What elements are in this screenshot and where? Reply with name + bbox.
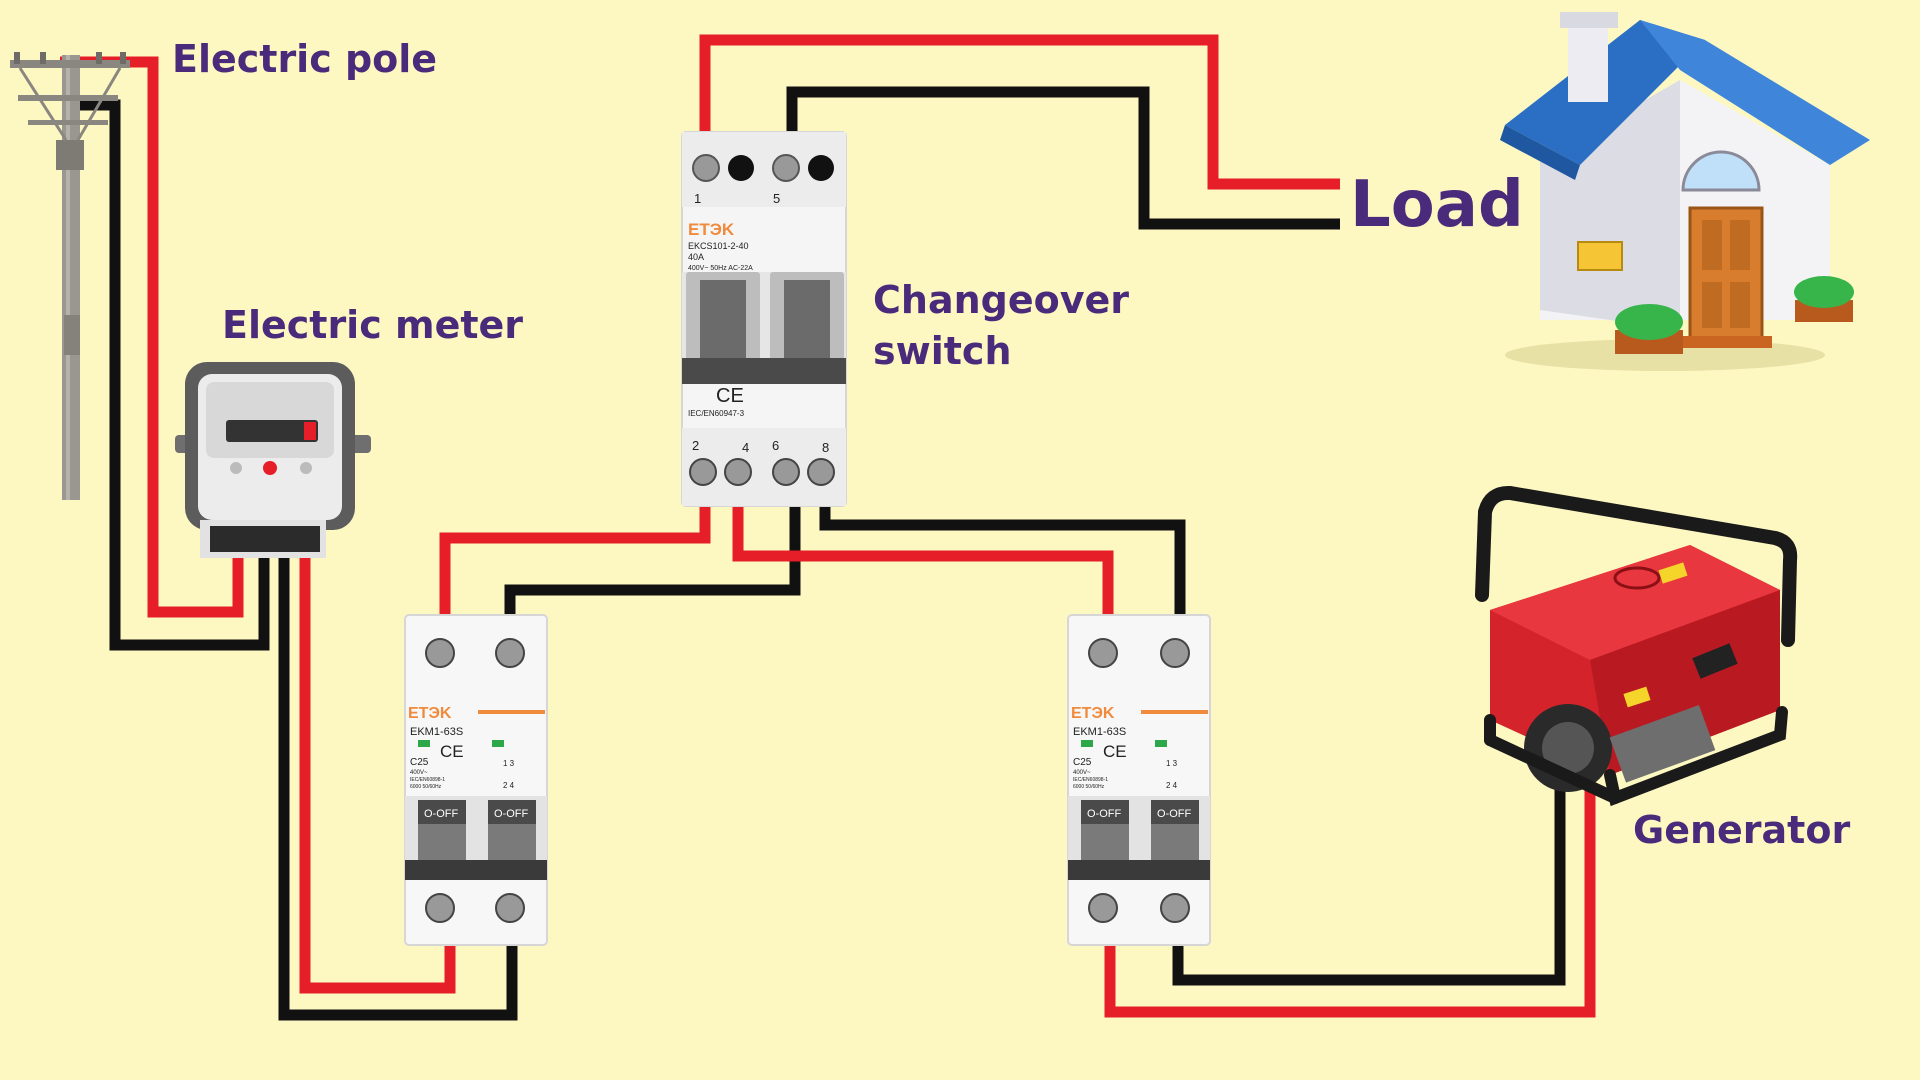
circuit-breaker-1: ETЭK EKM1-63S CE C25 400V~ IEC/EN60898-1… [404, 614, 548, 946]
label-electric-meter: Electric meter [222, 303, 523, 347]
electric-pole-icon [10, 52, 130, 500]
breaker1-model: EKM1-63S [410, 726, 463, 738]
wire-breaker2-generator-live [1104, 750, 1596, 1018]
breaker2-ce-mark: CE [1103, 742, 1127, 761]
switch-terminal-6: 6 [772, 438, 779, 453]
wire-switch-breaker2-live [732, 495, 1114, 620]
label-changeover-line2: switch [873, 329, 1012, 373]
wire-switch-breaker2-neutral [819, 495, 1186, 620]
breaker1-capacity: 6000 50/60Hz [410, 784, 442, 790]
breaker1-rating: C25 [410, 757, 429, 768]
switch-rating: 40A [688, 252, 704, 262]
switch-terminal-5: 5 [773, 191, 780, 206]
label-load: Load [1350, 168, 1524, 242]
switch-ce-mark: CE [716, 385, 744, 407]
breaker2-model: EKM1-63S [1073, 726, 1126, 738]
label-electric-pole: Electric pole [172, 37, 437, 81]
breaker2-brand: ETЭK [1071, 705, 1115, 722]
label-changeover-line1: Changeover [873, 278, 1129, 322]
breaker2-pole-marks: 1 3 [1166, 759, 1178, 768]
breaker1-standard: IEC/EN60898-1 [410, 777, 445, 783]
breaker2-standard: IEC/EN60898-1 [1073, 777, 1108, 783]
wire-meter-breaker1-live [299, 550, 456, 994]
circuit-breaker-2: ETЭK EKM1-63S CE C25 400V~ IEC/EN60898-1… [1067, 614, 1211, 946]
house-icon [1500, 12, 1870, 371]
wire-meter-breaker1-neutral [278, 550, 518, 1021]
electric-meter-icon [175, 362, 371, 558]
label-generator: Generator [1633, 808, 1850, 852]
breaker2-handle-right: O-OFF [1157, 808, 1191, 820]
wires [60, 34, 1596, 1021]
switch-terminal-1: 1 [694, 191, 701, 206]
breaker2-volt: 400V~ [1073, 770, 1091, 776]
breaker2-handle-left: O-OFF [1087, 808, 1121, 820]
breaker2-rating: C25 [1073, 757, 1092, 768]
wire-switch-load-live [699, 34, 1340, 190]
wire-switch-load-neutral [786, 86, 1340, 230]
wire-breaker1-switch-neutral [504, 495, 801, 620]
switch-terminal-4: 4 [742, 440, 749, 455]
switch-standard: IEC/EN60947-3 [688, 409, 745, 418]
generator-icon [1475, 485, 1798, 807]
switch-brand: ETЭK [688, 220, 735, 239]
breaker1-brand: ETЭK [408, 705, 452, 722]
breaker2-capacity: 6000 50/60Hz [1073, 784, 1105, 790]
switch-model: EKCS101-2-40 [688, 241, 749, 251]
switch-terminal-8: 8 [822, 440, 829, 455]
breaker1-handle-left: O-OFF [424, 808, 458, 820]
breaker1-pole-marks: 1 3 [503, 759, 515, 768]
wire-breaker2-generator-neutral [1172, 750, 1566, 986]
switch-terminal-2: 2 [692, 438, 699, 453]
switch-spec: 400V~ 50Hz AC-22A [688, 265, 753, 272]
wire-breaker1-switch-live [439, 495, 711, 620]
changeover-switch: 1 5 ETЭK EKCS101-2-40 40A 400V~ 50Hz AC-… [681, 131, 847, 507]
breaker1-pole-marks-bottom: 2 4 [503, 781, 515, 790]
breaker1-handle-right: O-OFF [494, 808, 528, 820]
breaker1-volt: 400V~ [410, 770, 428, 776]
wire-pole-meter-neutral [75, 99, 270, 651]
breaker1-ce-mark: CE [440, 742, 464, 761]
breaker2-pole-marks-bottom: 2 4 [1166, 781, 1178, 790]
